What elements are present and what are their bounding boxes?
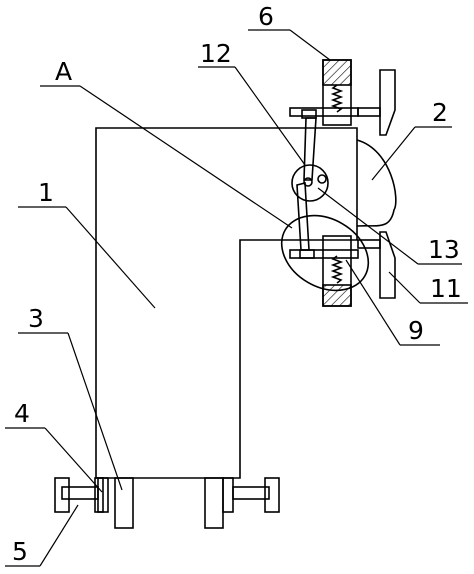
label-13: 13 xyxy=(428,235,460,264)
right-wheel-bracket xyxy=(222,477,234,513)
upper-slider-shaft xyxy=(357,107,381,117)
leader-11-diag xyxy=(388,271,421,304)
right-wheel-outer xyxy=(264,477,280,513)
label-a: A xyxy=(55,57,72,86)
lower-pin-block xyxy=(299,249,315,259)
upper-pin-block xyxy=(301,109,317,119)
leader-3-diag xyxy=(67,332,123,491)
left-wheel-inner xyxy=(94,477,104,513)
label-12: 12 xyxy=(200,39,232,68)
cam-disc xyxy=(291,164,329,202)
upper-hatched-block xyxy=(322,59,352,86)
cam-pin xyxy=(317,174,327,184)
left-wheel-axle-block xyxy=(61,486,99,500)
leader-lines xyxy=(5,29,468,567)
leader-a-diag xyxy=(79,85,293,229)
right-wheel-axle-block xyxy=(232,486,270,500)
label-1: 1 xyxy=(38,178,54,207)
arc-housing xyxy=(356,139,397,227)
label-3: 3 xyxy=(28,304,44,333)
right-wheel-mount xyxy=(204,477,224,529)
lower-pad xyxy=(379,231,396,299)
lower-spring xyxy=(330,255,344,284)
lower-slider-plate xyxy=(289,249,359,259)
left-wheel-mount xyxy=(114,477,134,529)
leader-13-diag xyxy=(317,187,419,265)
leader-6-diag xyxy=(289,29,331,61)
upper-pad xyxy=(379,69,396,136)
label-4: 4 xyxy=(14,399,30,428)
lower-hatched-block xyxy=(322,284,352,307)
leader-4-diag xyxy=(44,427,103,493)
detail-ellipse-a xyxy=(280,214,370,292)
label-2: 2 xyxy=(432,98,448,127)
label-9: 9 xyxy=(408,316,424,345)
leader-1-diag xyxy=(65,206,156,309)
leader-12-diag xyxy=(234,66,306,166)
lower-link xyxy=(296,181,310,251)
label-6: 6 xyxy=(258,2,274,31)
upper-link xyxy=(303,117,317,181)
leader-5-diag xyxy=(39,504,79,567)
upper-rail xyxy=(322,59,352,126)
left-wheel-outer xyxy=(54,477,70,513)
cam-hub xyxy=(303,177,313,187)
label-11: 11 xyxy=(430,274,462,303)
leader-9-diag xyxy=(345,259,401,346)
leader-2-diag xyxy=(371,126,416,181)
upper-slider-plate xyxy=(289,107,359,117)
label-5: 5 xyxy=(12,537,28,566)
